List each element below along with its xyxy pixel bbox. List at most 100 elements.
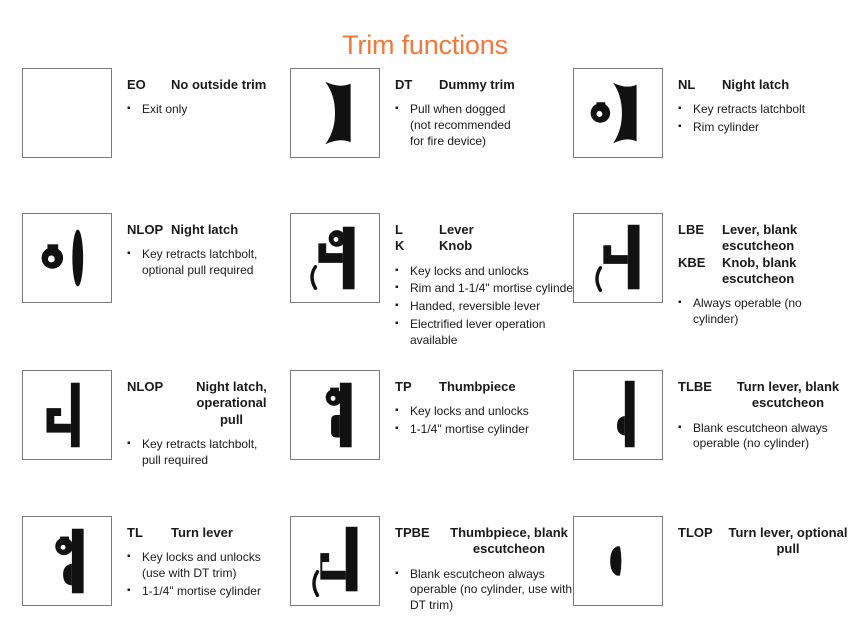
bullet: Key locks and unlocks: [395, 404, 581, 420]
trim-cell-tlbe: TLBE Turn lever, blank escutcheon Blank …: [573, 370, 850, 460]
trim-name: Lever, blank escutcheon: [722, 222, 798, 254]
nlop-icon-box: [22, 213, 112, 303]
bullet: Blank escutcheon always operable (no cyl…: [678, 421, 850, 453]
trim-bullets: Blank escutcheon always operable (no cyl…: [678, 421, 850, 453]
bullet: Key retracts latchbolt: [678, 102, 850, 118]
trim-code: TLOP: [678, 525, 713, 540]
tl-icon-box: [22, 516, 112, 606]
nl-icon-box: [573, 68, 663, 158]
trim-bullets: Key locks and unlocks Rim and 1-1/4" mor…: [395, 264, 587, 350]
trim-cell-lbe-kbe: LBE Lever, blank escutcheon KBE Knob, bl…: [573, 213, 803, 330]
bullet: 1-1/4" mortise cylinder: [395, 422, 581, 438]
trim-title: TPBE Thumbpiece, blank escutcheon: [395, 525, 581, 558]
thumbpiece-with-cylinder-icon: [325, 382, 352, 448]
bullet: Exit only: [127, 102, 287, 118]
empty-box-icon: [23, 69, 111, 157]
trim-bullets: Pull when dogged (not recommended for fi…: [395, 102, 527, 150]
tlbe-icon-box: [573, 370, 663, 460]
trim-code: L: [395, 222, 403, 237]
trim-name: Thumbpiece, blank escutcheon: [450, 525, 568, 557]
trim-cell-nlop: NLOP Night latch Key retracts latchbolt,…: [22, 213, 279, 303]
bullet: Electrified lever operation available: [395, 317, 587, 349]
trim-name: Turn lever: [171, 525, 233, 540]
tp-icon-box: [290, 370, 380, 460]
trim-title: EO No outside trim: [127, 77, 287, 93]
trim-code: TP: [395, 379, 412, 394]
trim-cell-tlop: TLOP Turn lever, optional pull: [573, 516, 850, 606]
bullet: Key retracts latchbolt, optional pull re…: [127, 247, 279, 279]
bullet: Key retracts latchbolt, pull required: [127, 437, 279, 469]
trim-cell-nl: NL Night latch Key retracts latchbolt Ri…: [573, 68, 850, 158]
turn-lever-blank-escutcheon-icon: [617, 380, 635, 448]
trim-name: Thumbpiece: [439, 379, 516, 394]
trim-cell-l-k: L Lever K Knob Key locks and unlocks Rim…: [290, 213, 587, 351]
turn-lever-with-cylinder-icon: [55, 528, 84, 594]
trim-title: K Knob: [395, 238, 587, 254]
trim-name: Night latch, operational pull: [196, 379, 267, 427]
cylinder-with-blade-icon: [41, 229, 84, 287]
trim-name: Turn lever, optional pull: [728, 525, 848, 557]
trim-title: NLOP Night latch, operational pull: [127, 379, 279, 428]
trim-bullets: Key locks and unlocks (use with DT trim)…: [127, 550, 279, 600]
trim-name: Dummy trim: [439, 77, 515, 92]
trim-name: Night latch: [722, 77, 790, 92]
lk-icon-box: [290, 213, 380, 303]
trim-cell-eo: EO No outside trim Exit only: [22, 68, 287, 158]
bullet: 1-1/4" mortise cylinder: [127, 584, 279, 600]
tpbe-icon-box: [290, 516, 380, 606]
trim-title: TLBE Turn lever, blank escutcheon: [678, 379, 850, 412]
bullet: Rim and 1-1/4" mortise cylinder: [395, 281, 587, 297]
trim-code: TLBE: [678, 379, 712, 394]
trim-code: NLOP: [127, 379, 164, 394]
trim-title: NL Night latch: [678, 77, 850, 93]
lbe-icon-box: [573, 213, 663, 303]
bullet: Key locks and unlocks: [395, 264, 587, 280]
turn-lever-small-icon: [610, 546, 622, 576]
trim-title: TL Turn lever: [127, 525, 279, 541]
trim-code: EO: [127, 77, 146, 92]
bullet: Handed, reversible lever: [395, 299, 587, 315]
trim-code: TL: [127, 525, 143, 540]
pull-handle-icon: [325, 81, 351, 145]
trim-code: LBE: [678, 222, 704, 237]
trim-title: LBE Lever, blank escutcheon: [678, 222, 803, 255]
bullet: Pull when dogged (not recommended for fi…: [395, 102, 527, 150]
trim-title: TLOP Turn lever, optional pull: [678, 525, 850, 558]
trim-cell-nlop-operational: NLOP Night latch, operational pull Key r…: [22, 370, 279, 471]
bullet: Key locks and unlocks (use with DT trim): [127, 550, 279, 582]
trim-code: NL: [678, 77, 696, 92]
trim-name: Lever: [439, 222, 474, 237]
trim-cell-dt: DT Dummy trim Pull when dogged (not reco…: [290, 68, 527, 158]
trim-code: TPBE: [395, 525, 430, 540]
eo-icon-box: [22, 68, 112, 158]
trim-code: NLOP: [127, 222, 164, 237]
trim-cell-tp: TP Thumbpiece Key locks and unlocks 1-1/…: [290, 370, 581, 460]
trim-bullets: Key locks and unlocks 1-1/4" mortise cyl…: [395, 404, 581, 438]
bullet: Always operable (no cylinder): [678, 296, 803, 328]
bullet: Rim cylinder: [678, 120, 850, 136]
trim-title: NLOP Night latch: [127, 222, 279, 238]
trim-name: Knob, blank escutcheon: [722, 254, 797, 286]
lever-blank-escutcheon-icon: [595, 224, 640, 292]
trim-title: L Lever: [395, 222, 587, 238]
page-title: Trim functions: [342, 30, 508, 61]
trim-bullets: Key retracts latchbolt Rim cylinder: [678, 102, 850, 136]
trim-name: Night latch: [171, 222, 239, 237]
trim-bullets: Always operable (no cylinder): [678, 296, 803, 328]
thumbpiece-blank-escutcheon-icon: [312, 526, 358, 597]
trim-name: Turn lever, blank escutcheon: [736, 379, 840, 411]
trim-title: DT Dummy trim: [395, 77, 527, 93]
trim-bullets: Key retracts latchbolt, pull required: [127, 437, 279, 469]
trim-name: No outside trim: [171, 77, 267, 92]
tlop-icon-box: [573, 516, 663, 606]
bullet: Blank escutcheon always operable (no cyl…: [395, 567, 581, 615]
trim-title: KBE Knob, blank escutcheon: [678, 255, 803, 288]
trim-bullets: Key retracts latchbolt, optional pull re…: [127, 247, 279, 279]
trim-code: K: [395, 238, 405, 254]
lever-with-cylinder-icon: [310, 226, 355, 291]
plate-with-pull-icon: [46, 382, 80, 448]
trim-code: DT: [395, 77, 413, 92]
trim-cell-tl: TL Turn lever Key locks and unlocks (use…: [22, 516, 279, 606]
nlop-op-icon-box: [22, 370, 112, 460]
